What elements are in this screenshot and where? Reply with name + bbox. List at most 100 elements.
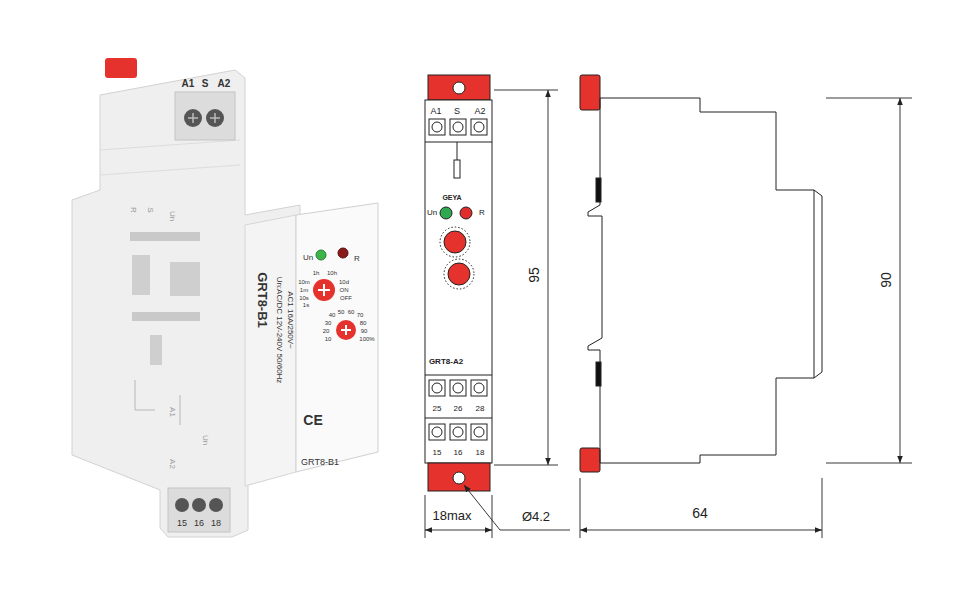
dial-mark: 40 <box>329 312 336 318</box>
dial-scale <box>444 259 474 289</box>
terminal-screw <box>474 427 484 437</box>
din-clip <box>428 463 490 491</box>
dial-mark: OFF <box>340 295 352 301</box>
terminal-label: A2 <box>474 107 485 116</box>
din-clip <box>428 75 490 100</box>
terminal-screw <box>474 122 484 132</box>
section-line <box>425 142 492 143</box>
waveform-bar <box>130 232 200 241</box>
mount-hole <box>453 82 465 94</box>
side-marking: Un <box>201 435 209 445</box>
dimension-value: 90 <box>879 272 893 288</box>
terminal <box>429 380 445 396</box>
dimension-line <box>425 530 492 531</box>
terminal <box>450 380 466 396</box>
dial-scale <box>440 227 470 257</box>
dial-mark: 90 <box>361 328 368 334</box>
time-knob <box>448 263 470 285</box>
relay-led <box>460 207 472 219</box>
front-face <box>296 203 378 472</box>
terminal-screw <box>175 498 189 512</box>
terminal-label: A1 <box>430 107 441 116</box>
din-clip <box>105 58 137 78</box>
terminal <box>450 119 466 135</box>
section-line <box>425 375 492 376</box>
waveform-bar <box>132 312 200 321</box>
dimension-line <box>900 98 901 463</box>
rail-latch <box>596 362 601 386</box>
terminal-label: 18 <box>476 449 485 457</box>
terminal-label: 28 <box>476 405 485 413</box>
terminal-label: A1 <box>182 79 195 89</box>
dimension-line <box>548 90 549 465</box>
power-led <box>316 250 326 260</box>
dial-mark: 10s <box>299 295 309 301</box>
terminal <box>471 119 487 135</box>
side-marking: A1 <box>168 407 176 417</box>
waveform-bar <box>170 262 200 296</box>
dial-mark: 20 <box>323 328 330 334</box>
relay-led <box>338 248 348 258</box>
dimension-value: Ø4.2 <box>522 510 550 523</box>
led-label: R <box>479 209 485 217</box>
knob-slot <box>318 284 330 296</box>
screw-slot <box>188 113 220 123</box>
dial-mark: ON <box>340 287 349 293</box>
time-knob <box>336 320 356 340</box>
dial-mark: 10 <box>325 336 332 342</box>
terminal-label: S <box>454 107 460 116</box>
terminal-block <box>168 488 230 532</box>
dial-mark: 10h <box>327 270 337 276</box>
terminal-label: 16 <box>194 519 204 528</box>
led-label: Un <box>427 209 437 217</box>
terminal-screw <box>209 498 223 512</box>
terminal-screw <box>453 122 463 132</box>
terminal-row <box>429 380 487 396</box>
side-outline <box>600 98 822 463</box>
dial-mark: 60 <box>348 309 355 315</box>
wire <box>457 142 458 160</box>
terminal-row <box>429 119 487 135</box>
terminal <box>471 380 487 396</box>
terminal-label: 15 <box>433 449 442 457</box>
terminal-label: 15 <box>177 519 187 528</box>
waveform-bar <box>132 255 150 295</box>
dial-mark: 10m <box>298 279 310 285</box>
terminal-screw <box>432 383 442 393</box>
housing-edge <box>100 165 240 175</box>
extension-line <box>580 478 581 538</box>
terminal-screw <box>432 122 442 132</box>
terminal <box>429 119 445 135</box>
dial-mark: 30 <box>325 320 332 326</box>
knob-slot <box>341 325 351 335</box>
terminal <box>429 424 445 440</box>
side-marking: S <box>146 207 154 212</box>
leader-line <box>500 530 570 531</box>
terminal-block <box>175 92 235 140</box>
side-marking: A2 <box>168 459 176 469</box>
dimension-value: 64 <box>692 506 708 520</box>
dial-mark: 10d <box>339 279 349 285</box>
terminal-row <box>429 424 487 440</box>
front-outline <box>425 100 492 463</box>
extension-line <box>425 495 426 538</box>
dimension-line <box>580 530 822 531</box>
extension-line <box>826 98 912 99</box>
mount-hole <box>453 472 465 484</box>
dial-mark: 50 <box>338 309 345 315</box>
dial-mark: 70 <box>357 312 364 318</box>
dial-mark: 1m <box>300 287 308 293</box>
brand-logo: GEYA <box>442 194 461 201</box>
dial-mark: 1s <box>303 302 309 308</box>
terminal-screw <box>474 383 484 393</box>
din-clip <box>580 75 600 110</box>
model-name: GRT8-A2 <box>429 358 463 366</box>
leader-line <box>464 485 500 530</box>
extension-line <box>826 463 912 464</box>
dial-mark: 80 <box>360 320 367 326</box>
waveform-bar <box>150 335 162 365</box>
rail-profile <box>588 98 602 463</box>
rating-text: Un:AC/DC 12V-240V 50/60Hz <box>275 277 283 384</box>
